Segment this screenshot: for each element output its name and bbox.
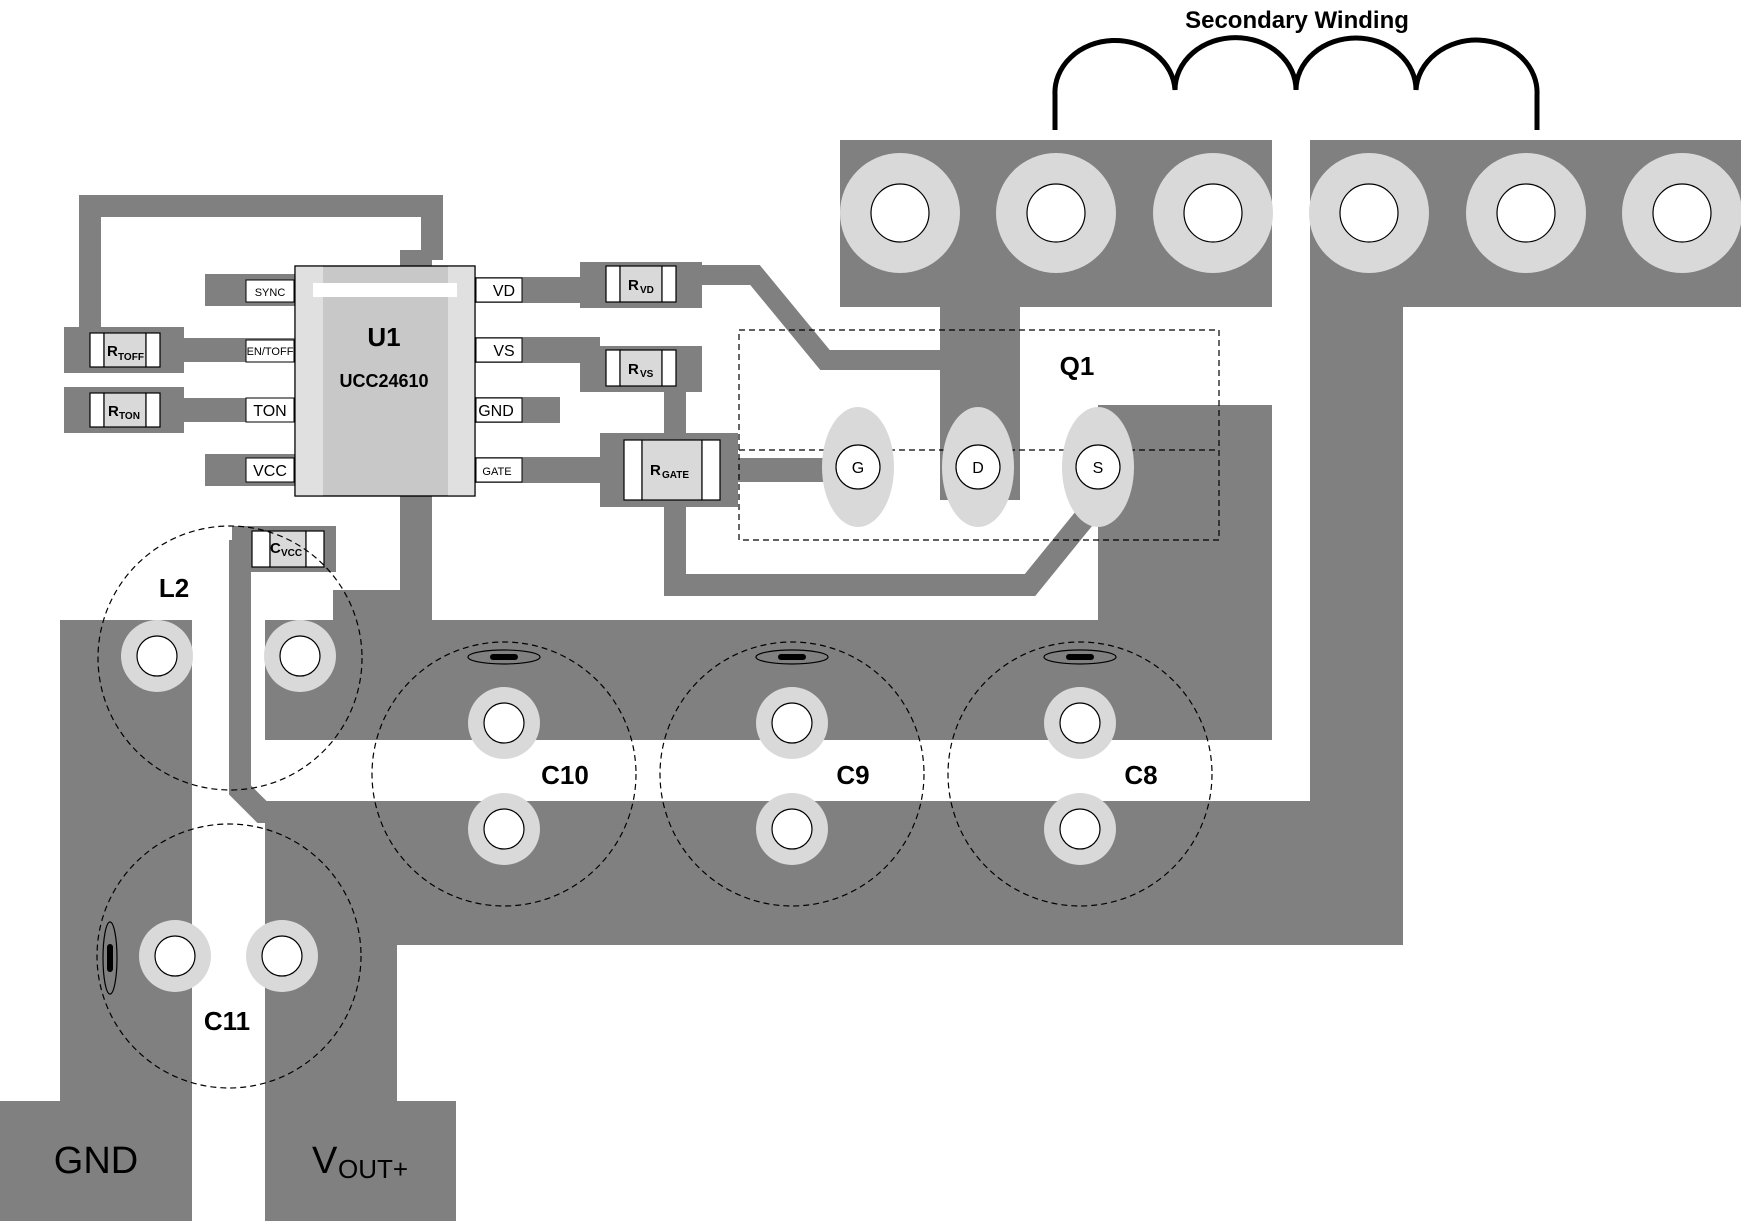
rtoff-loop-trace xyxy=(79,195,443,340)
rgate-resistor: R GATE xyxy=(600,433,738,507)
q1-source-pad xyxy=(1075,444,1121,490)
pin-gnd: GND xyxy=(478,403,514,420)
secondary-winding-label: Secondary Winding xyxy=(1185,7,1409,34)
c9-pad-2 xyxy=(771,808,813,850)
c8-capacitor: C8 xyxy=(947,641,1213,907)
winding-pad-1 xyxy=(870,183,930,243)
rtoff-label: R xyxy=(107,343,118,360)
rvd-sub: VD xyxy=(640,285,654,296)
rton-label: R xyxy=(108,403,119,420)
q1-outline xyxy=(738,329,1220,541)
c10-capacitor: C10 xyxy=(371,641,637,907)
c10-pad-1 xyxy=(483,702,525,744)
q1-drain-pad xyxy=(955,444,1001,490)
winding-pad-2 xyxy=(1026,183,1086,243)
rtoff-sub: TOFF xyxy=(118,352,144,363)
gnd-terminal-label: GND xyxy=(54,1140,138,1182)
c9-label: C9 xyxy=(836,760,869,790)
c9-capacitor: C9 xyxy=(659,641,925,907)
c11-capacitor: C11 xyxy=(96,823,362,1089)
pin-vd: VD xyxy=(493,283,515,300)
cvcc-sub: VCC xyxy=(281,548,302,559)
gnd-column-copper xyxy=(0,620,192,1221)
l2-pad-2 xyxy=(279,635,321,677)
rton-sub: TON xyxy=(119,411,140,422)
u1-body xyxy=(294,265,476,497)
l2-label: L2 xyxy=(159,573,189,603)
rvs-resistor: R VS xyxy=(580,346,702,392)
winding-pad-6 xyxy=(1652,183,1712,243)
smd-parts: R TOFF R TON R VD R VS xyxy=(64,262,738,572)
pin-sync: SYNC xyxy=(255,287,286,299)
rvd-label: R xyxy=(628,277,639,294)
pin-gate: GATE xyxy=(482,466,511,478)
q1-gate-pad xyxy=(835,444,881,490)
vd-to-drain-trace xyxy=(680,265,940,370)
c10-pad-2 xyxy=(483,808,525,850)
c10-label: C10 xyxy=(541,760,589,790)
c8-pad-2 xyxy=(1059,808,1101,850)
cvcc-capacitor: C VCC xyxy=(232,526,336,572)
l2-pad-1 xyxy=(136,635,178,677)
q1-g-label: G xyxy=(852,460,864,477)
c11-pad-2 xyxy=(261,935,303,977)
l2-inductor: L2 xyxy=(97,525,363,791)
pin-ton: TON xyxy=(253,403,286,420)
rvs-sub: VS xyxy=(640,369,654,380)
c8-pad-1 xyxy=(1059,702,1101,744)
q1-s-label: S xyxy=(1093,460,1104,477)
vout-terminal-label: V xyxy=(312,1140,338,1182)
rton-resistor: R TON xyxy=(64,387,184,433)
u1-ic: U1 UCC24610 SYNC EN/TOFF TON VCC VD VS G… xyxy=(245,265,523,497)
rtoff-resistor: R TOFF xyxy=(64,327,184,373)
l2-outline xyxy=(97,525,363,791)
winding-pad-3 xyxy=(1183,183,1243,243)
coil-arcs xyxy=(1052,35,1540,130)
c11-label: C11 xyxy=(204,1006,250,1036)
winding-pads xyxy=(840,153,1741,273)
rgate-sub: GATE xyxy=(662,470,689,481)
q1-ref: Q1 xyxy=(1060,351,1095,381)
cvcc-label: C xyxy=(270,540,281,557)
pin-vcc: VCC xyxy=(253,463,287,480)
winding-pad-5 xyxy=(1496,183,1556,243)
c9-pad-1 xyxy=(771,702,813,744)
pin-vs: VS xyxy=(493,343,514,360)
pin-en-toff: EN/TOFF xyxy=(247,346,294,358)
winding-output-copper xyxy=(265,140,1741,1221)
terminals: GND V OUT+ xyxy=(54,1140,408,1184)
rgate-label: R xyxy=(650,462,661,479)
secondary-winding-coil: Secondary Winding xyxy=(1052,7,1540,130)
vout-terminal-sub: OUT+ xyxy=(338,1154,408,1184)
c8-label: C8 xyxy=(1124,760,1157,790)
u1-pin1-marker xyxy=(313,283,457,297)
u1-part: UCC24610 xyxy=(339,371,428,391)
q1-d-label: D xyxy=(972,460,984,477)
c11-pad-1 xyxy=(154,935,196,977)
rvs-label: R xyxy=(628,361,639,378)
rvd-resistor: R VD xyxy=(580,262,702,308)
u1-ref: U1 xyxy=(367,322,400,352)
winding-pad-4 xyxy=(1339,183,1399,243)
q1-mosfet: Q1 G D S xyxy=(738,329,1220,541)
